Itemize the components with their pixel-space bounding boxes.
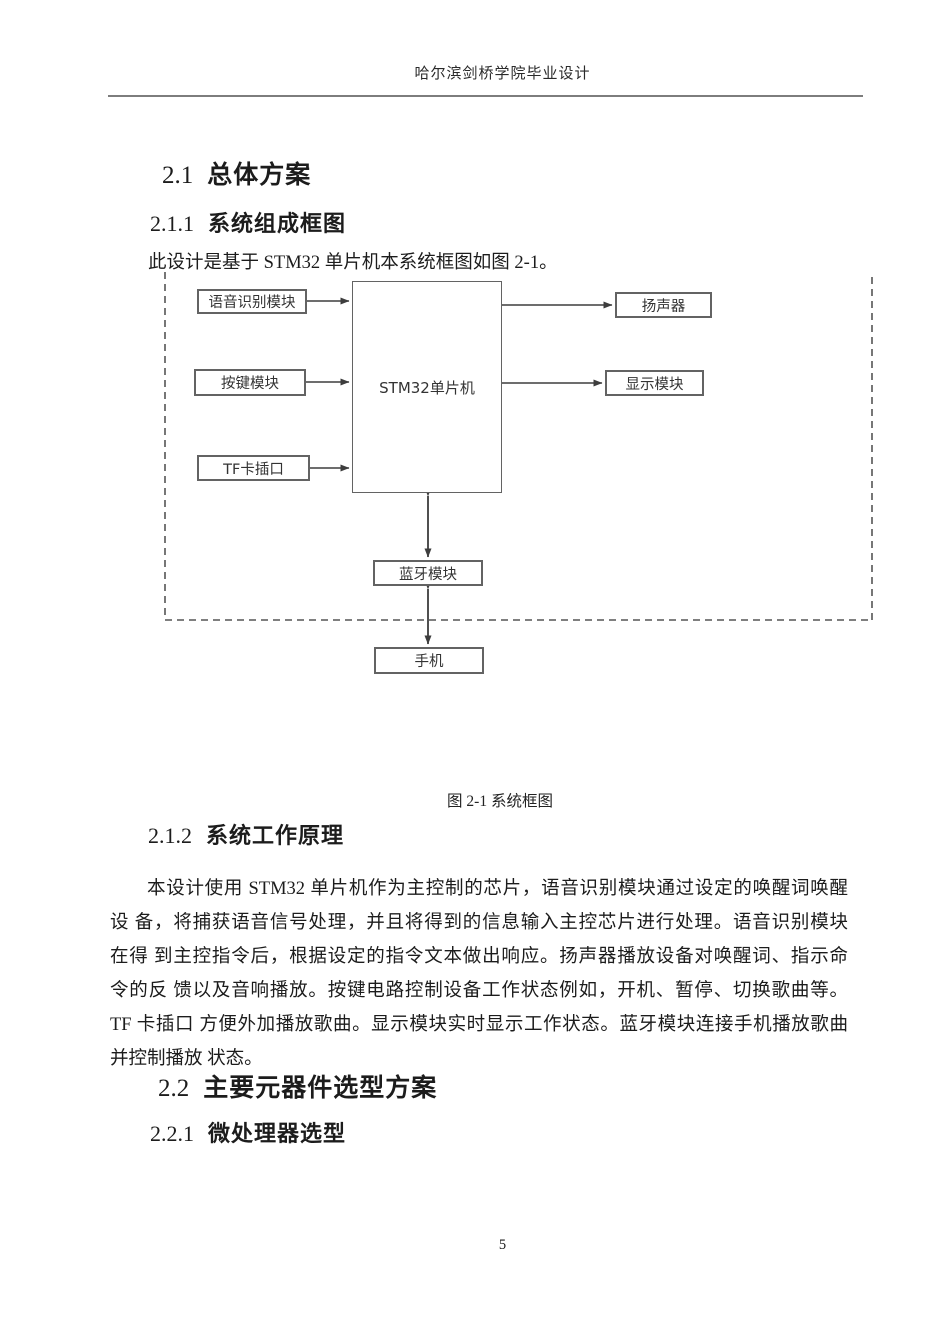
heading-number: 2.1 [162, 162, 194, 189]
paragraph-line: 令的反 馈以及音响播放。按键电路控制设备工作状态例如，开机、暂停、切换歌曲等。 [110, 981, 848, 1001]
heading-number: 2.2.1 [150, 1121, 194, 1146]
heading-number: 2.2 [158, 1075, 190, 1102]
heading-title: 系统组成框图 [208, 211, 347, 236]
heading-2-2: 2.2 主要元器件选型方案 [158, 1073, 437, 1104]
diagram-connectors [164, 272, 873, 645]
block-speaker: 扬声器 [615, 292, 712, 318]
paragraph-line: 设 备，将捕获语音信号处理，并且将得到的信息输入主控芯片进行处理。语音识别模块 [110, 913, 848, 933]
paragraph-line: TF 卡插口 方便外加播放歌曲。显示模块实时显示工作状态。蓝牙模块连接手机播放歌… [110, 1015, 848, 1035]
block-voice-recognition-module: 语音识别模块 [197, 289, 307, 314]
block-key-module: 按键模块 [194, 369, 306, 396]
page-number: 5 [498, 1237, 507, 1253]
heading-title: 微处理器选型 [208, 1121, 347, 1146]
paragraph-line: 在得 到主控指令后，根据设定的指令文本做出响应。扬声器播放设备对唤醒词、指示命 [110, 947, 848, 967]
block-tf-card-slot: TF卡插口 [197, 455, 310, 481]
block-display-module: 显示模块 [605, 370, 704, 396]
heading-2-1-2: 2.1.2 系统工作原理 [148, 822, 344, 849]
heading-number: 2.1.2 [148, 823, 192, 848]
paragraph-line: 并控制播放 状态。 [110, 1049, 263, 1069]
heading-title: 系统工作原理 [206, 823, 345, 848]
heading-2-1: 2.1 总体方案 [162, 160, 311, 191]
heading-2-2-1: 2.2.1 微处理器选型 [150, 1120, 346, 1147]
heading-number: 2.1.1 [150, 211, 194, 236]
header-divider [108, 95, 863, 97]
paragraph-line: 本设计使用 STM32 单片机作为主控制的芯片，语音识别模块通过设定的唤醒词唤醒 [147, 879, 848, 899]
heading-title: 主要元器件选型方案 [203, 1074, 438, 1102]
intro-sentence: 此设计是基于 STM32 单片机本系统框图如图 2-1。 [148, 253, 558, 273]
body-paragraph: 本设计使用 STM32 单片机作为主控制的芯片，语音识别模块通过设定的唤醒词唤醒… [110, 872, 848, 1076]
block-stm32-mcu: STM32单片机 [352, 281, 502, 493]
heading-2-1-1: 2.1.1 系统组成框图 [150, 210, 346, 237]
system-block-diagram: 语音识别模块 按键模块 TF卡插口 STM32单片机 扬声器 显示模块 蓝牙模块… [164, 272, 873, 674]
block-bluetooth-module: 蓝牙模块 [373, 560, 483, 586]
page-header: 哈尔滨剑桥学院毕业设计 [414, 66, 591, 82]
heading-title: 总体方案 [207, 161, 312, 189]
figure-caption: 图 2-1 系统框图 [447, 793, 553, 810]
block-mobile-phone: 手机 [374, 647, 484, 674]
